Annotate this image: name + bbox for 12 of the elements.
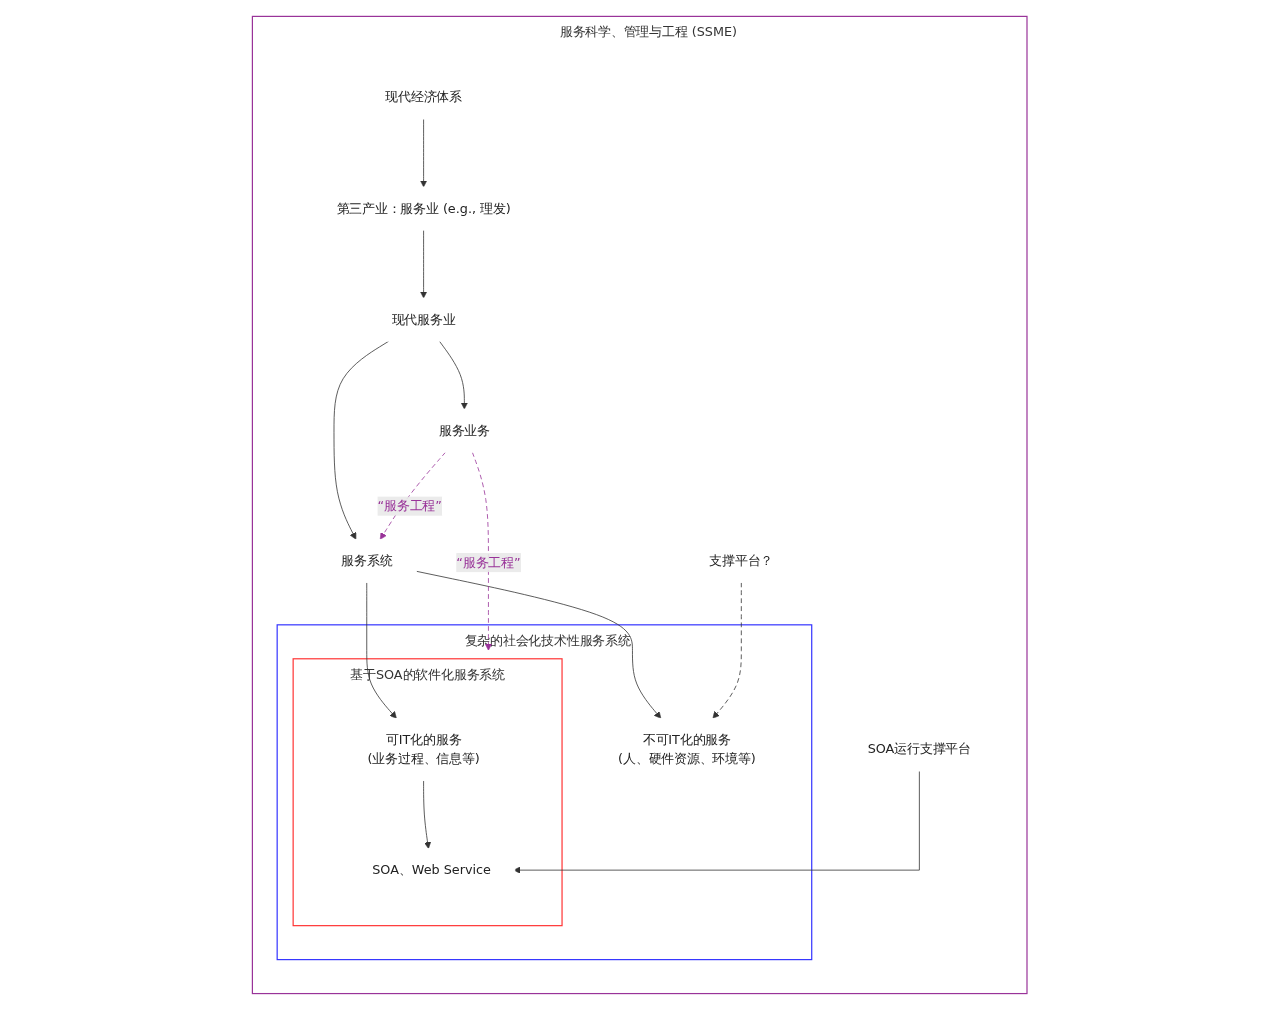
edge-label: “服务工程” [377,498,442,514]
node-text: 服务业务 [438,422,490,438]
edge-label: “服务工程” [456,554,521,570]
node-text: 可IT化的服务 (业务过程、信息等) [367,731,480,767]
node-text: 不可IT化的服务 (人、硬件资源、环境等) [617,731,756,767]
node-text: 服务系统 [340,552,393,569]
node-text: SOA运行支撑平台 [867,741,971,757]
node-text: 现代服务业 [391,311,456,327]
node-text: 支撑平台？ [709,552,774,569]
node-text: 现代经济体系 [385,89,462,105]
node-text: SOA、Web Service [372,862,491,878]
node-text: 第三产业：服务业 (e.g., 理发) [336,200,511,216]
